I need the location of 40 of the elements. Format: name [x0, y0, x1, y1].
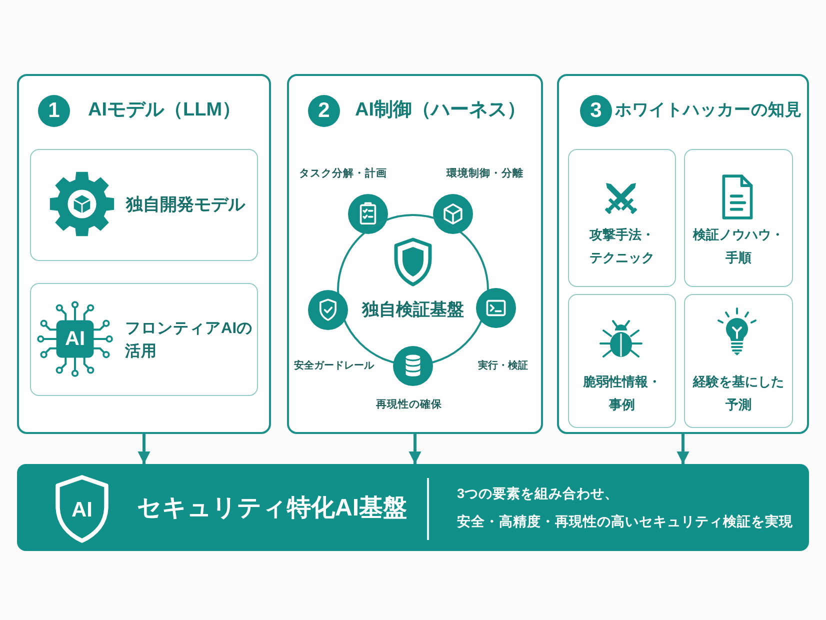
- step-number: 2: [308, 95, 340, 127]
- arrow: [138, 434, 150, 464]
- arrow: [676, 434, 690, 464]
- terminal-icon: [476, 288, 516, 328]
- panel-heading: ホワイトハッカーの知見: [615, 101, 802, 121]
- card: [30, 149, 258, 261]
- icon-caption: 実行・検証: [478, 360, 528, 372]
- arrow: [408, 434, 422, 464]
- clipboard-checklist-icon: [348, 194, 388, 234]
- panel-heading: AIモデル（LLM）: [88, 100, 242, 122]
- banner-description: 3つの要素を組み合わせ、安全・高精度・再現性の高いセキュリティ検証を実現: [457, 485, 793, 531]
- icon-caption: 再現性の確保: [376, 398, 442, 412]
- panel: [287, 74, 543, 434]
- card-label: 検証ノウハウ・手順: [692, 226, 785, 267]
- card: [30, 283, 258, 396]
- icon-caption: 安全ガードレール: [294, 360, 374, 372]
- icon-caption: タスク分解・計画: [299, 168, 387, 180]
- card-label: 脆弱性情報・事例: [582, 372, 662, 414]
- panel-heading: AI制御（ハーネス）: [355, 100, 526, 122]
- panel: [557, 74, 809, 434]
- card-label: フロンティアAIの活用: [125, 318, 254, 362]
- cube-icon: [433, 194, 473, 234]
- shield-label: AI: [72, 497, 92, 523]
- card: [684, 294, 793, 428]
- panel: [17, 74, 271, 434]
- card-label: 経験を基にした予測: [692, 372, 785, 414]
- card-label: 攻撃手法・テクニック: [588, 226, 656, 267]
- chip-label: AI: [65, 327, 85, 351]
- icon-caption: 環境制御・分離: [446, 168, 524, 180]
- shield-check-icon: [308, 290, 348, 330]
- card: [568, 294, 676, 428]
- card-label: 独自開発モデル: [126, 194, 246, 216]
- step-number: 1: [38, 95, 70, 127]
- step-number: 3: [580, 95, 612, 127]
- banner-title: セキュリティ特化AI基盤: [137, 494, 407, 524]
- database-icon: [393, 346, 433, 386]
- card: [684, 149, 793, 287]
- hub-label: 独自検証基盤: [362, 300, 464, 320]
- card: [568, 149, 676, 287]
- banner-bar: [17, 464, 809, 551]
